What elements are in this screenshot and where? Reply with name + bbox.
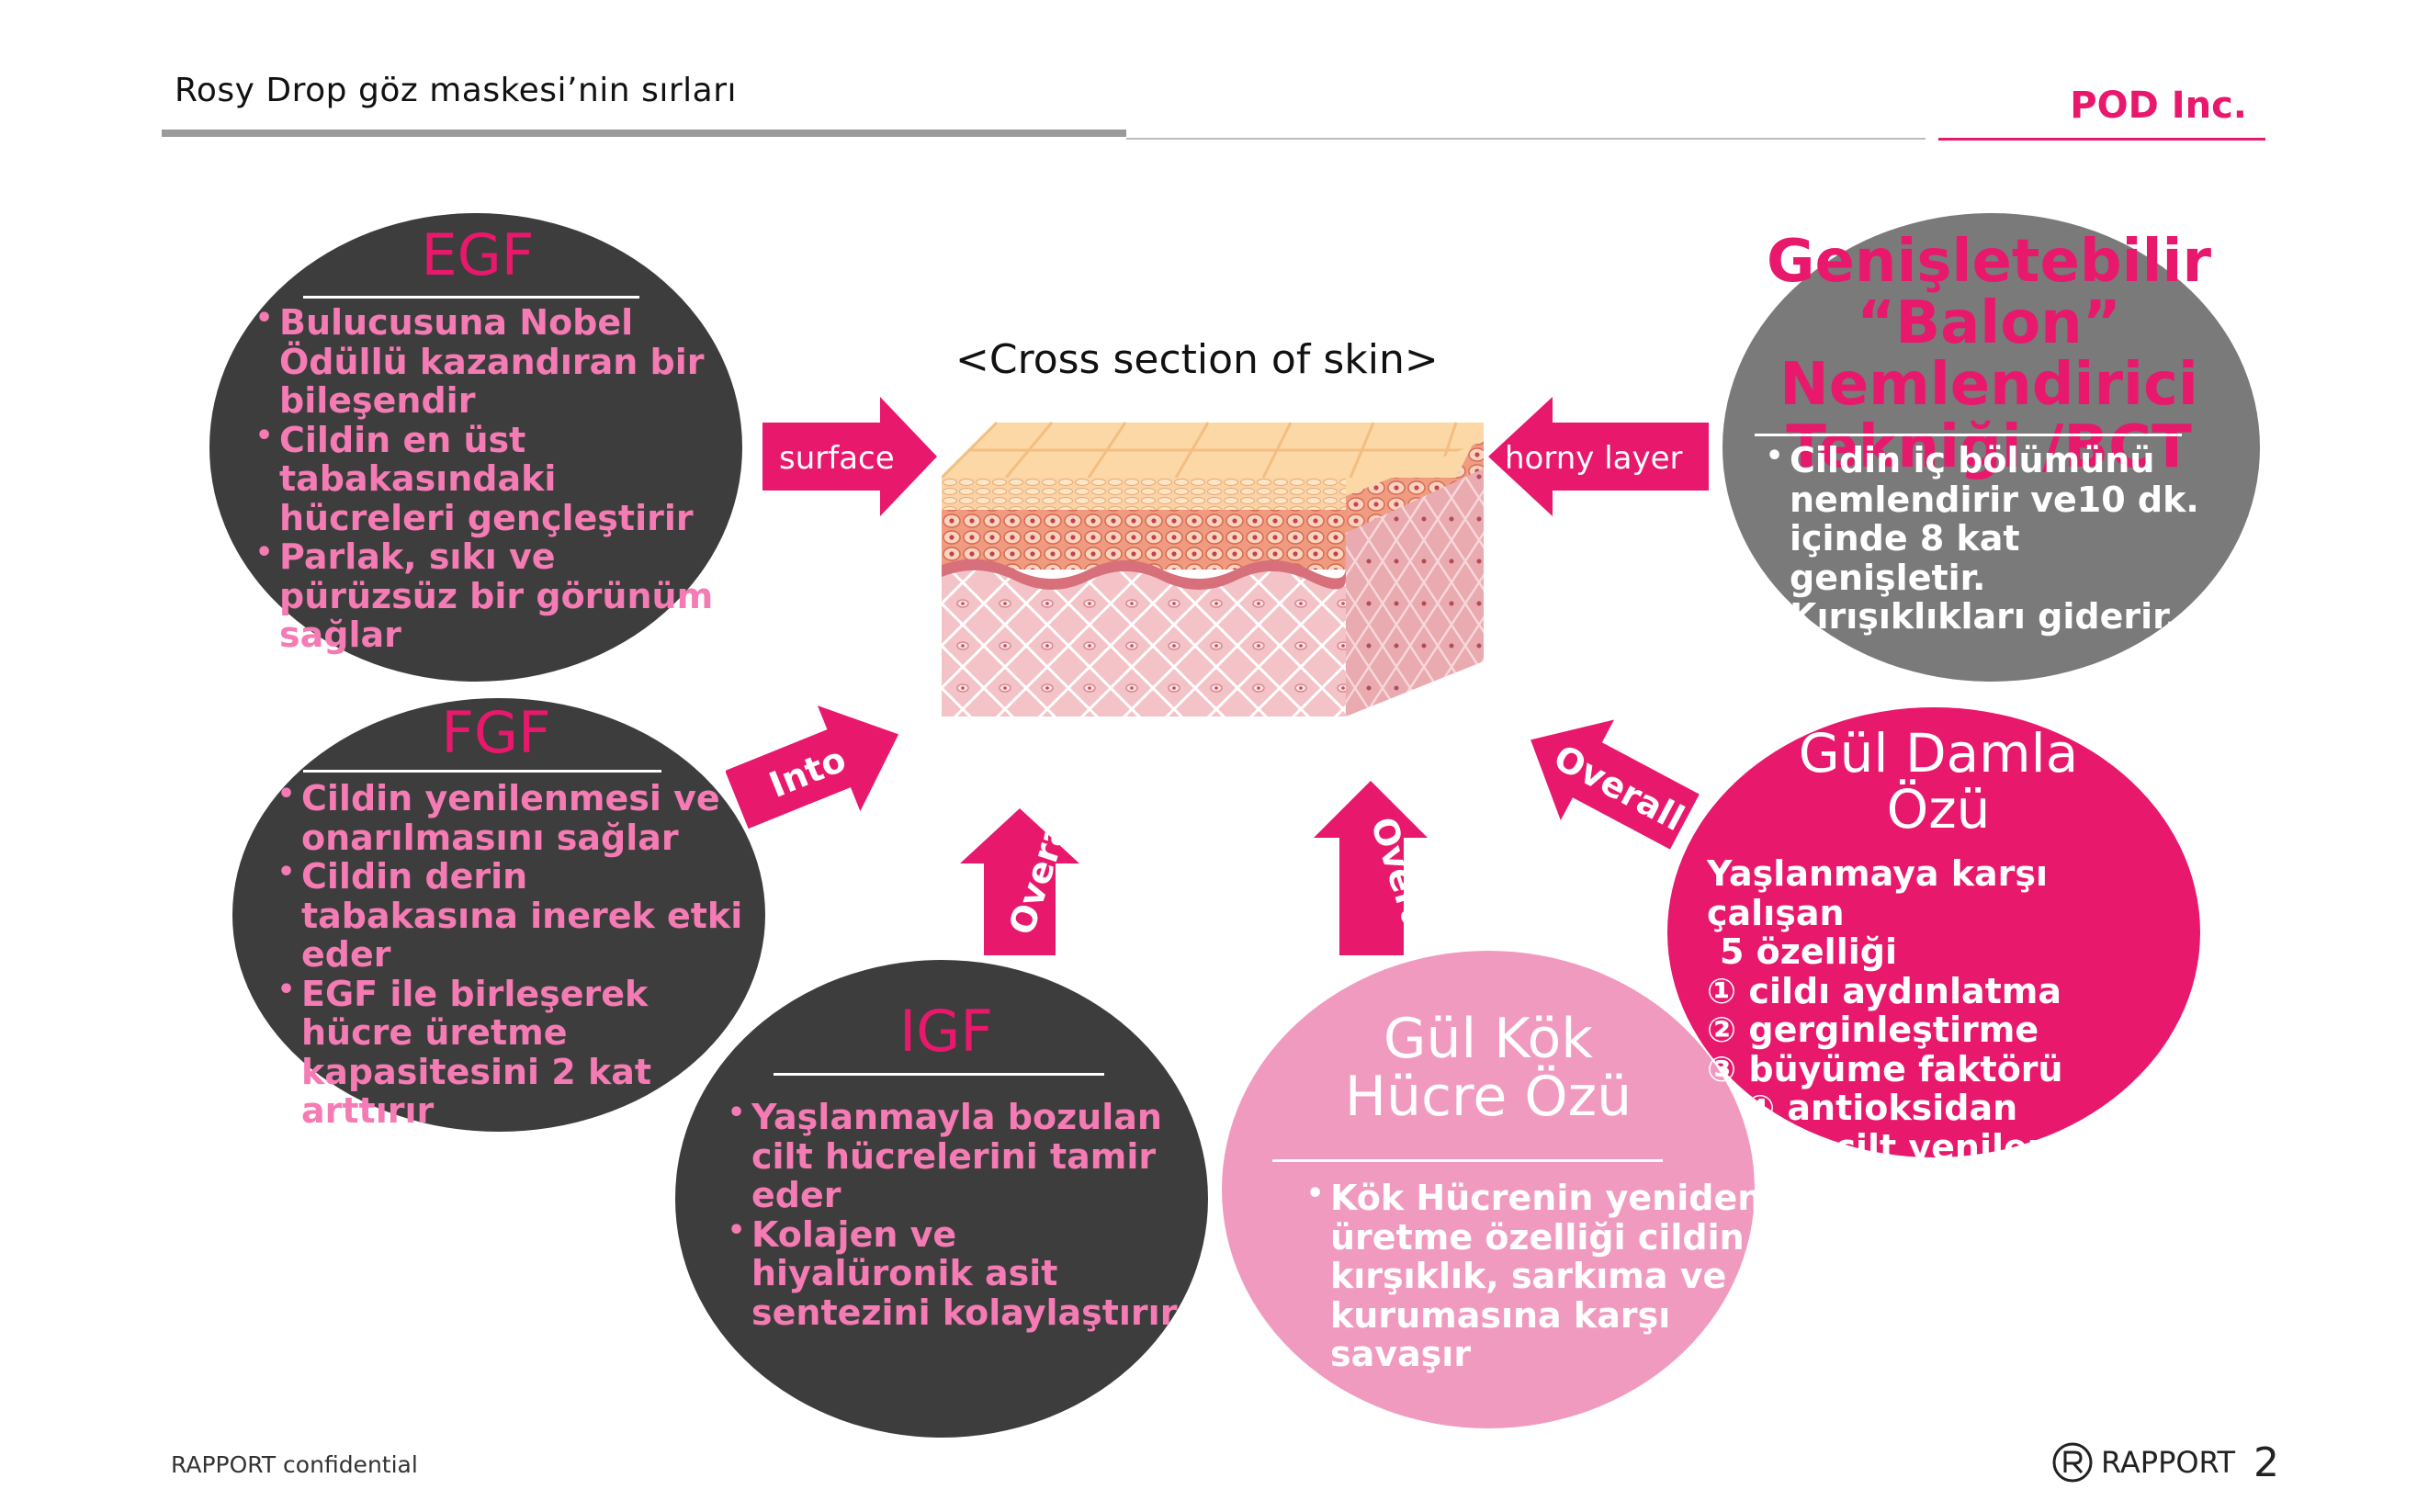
confidential-note: RAPPORT confidential xyxy=(171,1451,418,1478)
root-extract-item: Kök Hücrenin yeniden üretme özelliği cil… xyxy=(1306,1179,1766,1374)
bct-title-line2: “Balon” Nemlendirici xyxy=(1779,289,2198,420)
arrow-into: Into xyxy=(726,705,899,829)
rose-drop-title: Gül Damla Özü xyxy=(1736,726,2140,838)
fgf-title-rule xyxy=(303,770,661,773)
fgf-list: Cildin yenilenmesi ve onarılmasını sağla… xyxy=(277,779,755,1131)
egf-item: Cildin en üst tabakasındaki hücreleri ge… xyxy=(255,420,733,538)
root-extract-title-line1: Gül Kök xyxy=(1383,1007,1594,1071)
rose-drop-feature: ⑤ cilt yenileme xyxy=(1793,1126,2088,1168)
fgf-title: FGF xyxy=(441,699,551,766)
bct-title-rule xyxy=(1755,434,2182,436)
root-extract-title: Gül Kök Hücre Özü xyxy=(1268,1010,1709,1126)
rose-drop-feature: ② gerginleştirme xyxy=(1707,1010,2039,1051)
bct-list: Cildin iç bölümünü nemlendirir ve10 dk. … xyxy=(1766,441,2225,637)
skin-cross-section-illustration xyxy=(942,421,1484,717)
igf-item: Kolajen ve hiyalüronik asit sentezini ko… xyxy=(728,1214,1178,1333)
igf-title-rule xyxy=(774,1073,1104,1076)
header-rule xyxy=(162,130,1126,137)
fgf-item: Cildin derin tabakasına inerek etki eder xyxy=(277,857,755,975)
rapport-logo-icon xyxy=(2052,1442,2093,1483)
igf-list: Yaşlanmayla bozulan cilt hücrelerini tam… xyxy=(728,1098,1178,1332)
root-extract-list: Kök Hücrenin yeniden üretme özelliği cil… xyxy=(1306,1179,1766,1374)
page-number: 2 xyxy=(2253,1439,2279,1486)
rapport-brand-text: RAPPORT xyxy=(2100,1445,2235,1480)
arrow-overall-root: Overall xyxy=(1314,781,1433,955)
arrow-surface: surface xyxy=(762,397,937,516)
igf-item: Yaşlanmayla bozulan cilt hücrelerini tam… xyxy=(728,1098,1178,1215)
egf-title-rule xyxy=(303,296,639,299)
fgf-item: Cildin yenilenmesi ve onarılmasını sağla… xyxy=(277,779,755,857)
root-extract-title-line2: Hücre Özü xyxy=(1344,1065,1632,1129)
rose-drop-title-line2: Özü xyxy=(1886,777,1991,841)
company-underline xyxy=(1938,138,2265,141)
egf-title: EGF xyxy=(421,221,535,288)
igf-title: IGF xyxy=(899,998,993,1065)
arrow-horny-layer-label: horny layer xyxy=(1505,440,1683,477)
bct-item: Kırışıklıkları giderir. xyxy=(1766,597,2225,637)
rapport-brand: RAPPORT 2 xyxy=(2051,1439,2279,1486)
rose-drop-feature: ④ antioksidan xyxy=(1745,1088,2018,1129)
bct-title-line1: Genişletebilir xyxy=(1766,228,2212,296)
rose-drop-feature: ① cildı aydınlatma xyxy=(1707,970,2062,1011)
document-title: Rosy Drop göz maskesi’nin sırları xyxy=(175,72,737,109)
bct-item: Cildin iç bölümünü nemlendirir ve10 dk. … xyxy=(1766,441,2225,597)
skin-caption: <Cross section of skin> xyxy=(955,336,1439,383)
rose-drop-list: Yaşlanmaya karşı çalışan 5 özelliği ① ci… xyxy=(1707,854,2185,1167)
egf-item: Bulucusuna Nobel Ödüllü kazandıran bir b… xyxy=(255,303,733,421)
rose-drop-intro: 5 özelliği xyxy=(1720,931,1897,973)
rose-drop-intro: Yaşlanmaya karşı çalışan xyxy=(1707,853,2049,933)
arrow-overall-igf: Overall xyxy=(960,808,1079,955)
arrow-surface-label: surface xyxy=(779,440,895,477)
header-rule-thin xyxy=(1126,138,1926,140)
rose-drop-feature: ③ büyüme faktörü xyxy=(1707,1048,2063,1089)
fgf-item: EGF ile birleşerek hücre üretme kapasite… xyxy=(277,974,755,1131)
company-name: POD Inc. xyxy=(2070,85,2247,127)
egf-list: Bulucusuna Nobel Ödüllü kazandıran bir b… xyxy=(255,303,733,655)
egf-item: Parlak, sıkı ve pürüzsüz bir görünüm sağ… xyxy=(255,537,733,655)
arrow-horny-layer: horny layer xyxy=(1488,397,1709,516)
root-extract-title-rule xyxy=(1272,1159,1663,1162)
rose-drop-circle xyxy=(1667,707,2200,1157)
arrow-overall-drop: Overall xyxy=(1530,719,1700,850)
rose-drop-title-line1: Gül Damla xyxy=(1798,722,2079,784)
